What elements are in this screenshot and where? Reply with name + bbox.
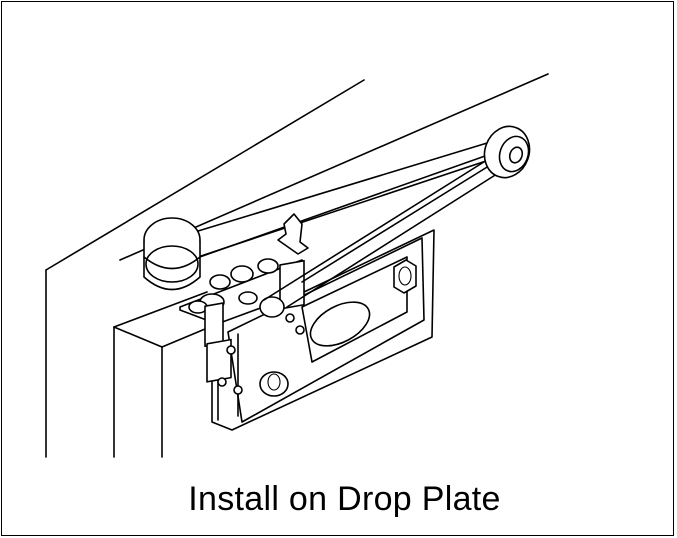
plate-hole-2: [230, 265, 254, 283]
screw-hole-4: [285, 313, 295, 323]
adjust-nut-icon: [393, 259, 417, 294]
screw-hole-5: [295, 325, 305, 335]
spindle-cap-ring: [145, 245, 199, 283]
drop-plate-front: [211, 229, 435, 431]
closer-cylinder: [309, 301, 371, 347]
bracket-left: [204, 302, 224, 348]
plate-hole-5: [238, 291, 258, 305]
plate-hole-4: [209, 274, 231, 290]
arm-assembly: [143, 125, 531, 308]
screw-hole-2: [217, 377, 227, 387]
wing-nut-icon: [277, 213, 309, 255]
plate-hole-3: [257, 258, 279, 274]
screw-hole-3: [233, 385, 243, 395]
screw-hole-1: [226, 345, 236, 355]
frame-top-edge: [45, 79, 365, 271]
diagram-caption: Install on Drop Plate: [188, 480, 501, 518]
spindle-cap-groove: [143, 256, 201, 270]
main-arm: [161, 139, 508, 265]
bracket-mid: [279, 259, 305, 310]
closer-cylinder-recess: [301, 256, 408, 363]
door-top-edge: [113, 291, 208, 328]
adjust-nut-inner: [398, 266, 412, 286]
forearm-edge: [301, 163, 493, 283]
door-closer-illustration: [45, 73, 549, 458]
door-leaf: [113, 291, 218, 458]
door-top-corner: [113, 326, 163, 348]
closer-body: [204, 237, 425, 423]
mount-screw-icon: [259, 371, 289, 397]
main-arm-edge: [179, 149, 503, 265]
pinion-boss: [259, 296, 285, 318]
bracket-lower-left: [206, 338, 232, 383]
mount-screw-head: [267, 373, 281, 391]
arm-shoe-pin: [508, 146, 524, 164]
